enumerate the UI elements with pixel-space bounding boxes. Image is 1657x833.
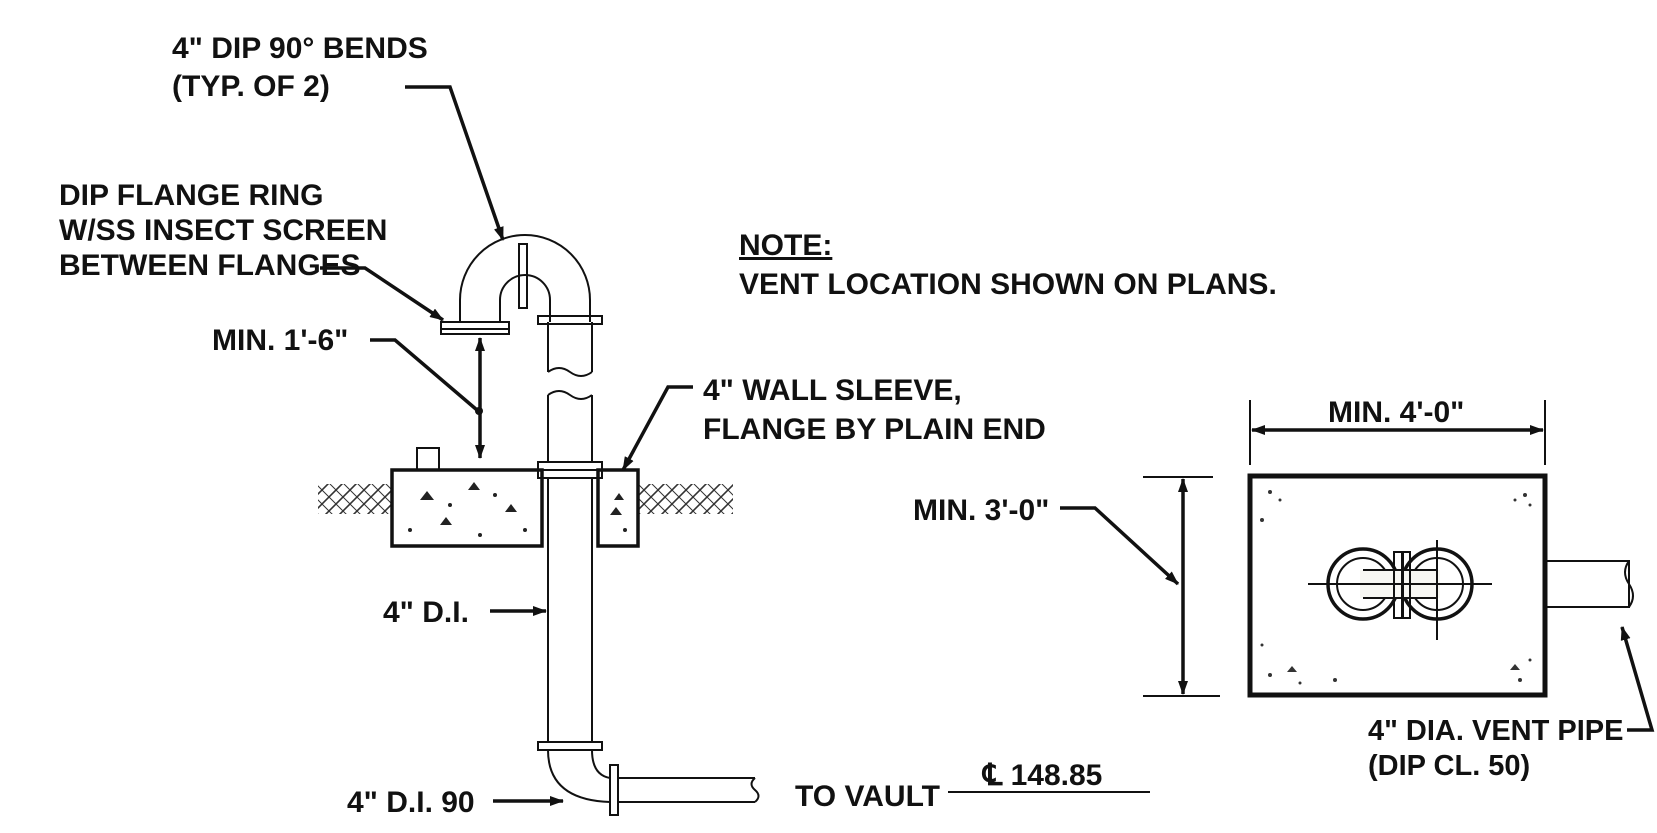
ground-surface (318, 484, 733, 514)
label-to-vault: TO VAULT (795, 780, 940, 813)
concrete-pad (390, 447, 640, 548)
label-flange-3: BETWEEN FLANGES (59, 249, 361, 282)
elevation-leaders (320, 85, 1150, 806)
label-wall-sleeve-1: 4" WALL SLEEVE, (703, 374, 962, 407)
label-flange-2: W/SS INSECT SCREEN (59, 214, 387, 247)
note-text: VENT LOCATION SHOWN ON PLANS. (739, 268, 1277, 301)
label-min-depth: MIN. 3'-0" (913, 494, 1049, 527)
plan-view-pad (1247, 473, 1634, 698)
label-bends-1: 4" DIP 90° BENDS (172, 32, 428, 65)
label-min-width: MIN. 4'-0" (1328, 396, 1464, 429)
label-wall-sleeve-2: FLANGE BY PLAIN END (703, 413, 1046, 446)
note-title: NOTE: (739, 229, 832, 262)
label-di-90: 4" D.I. 90 (347, 786, 475, 819)
label-vent-pipe-2: (DIP CL. 50) (1368, 750, 1530, 782)
label-vent-pipe-1: 4" DIA. VENT PIPE (1368, 715, 1623, 747)
dip-90-bends (440, 234, 603, 335)
label-elevation: ℄ 148.85 (981, 759, 1102, 792)
label-min-height: MIN. 1'-6" (212, 324, 348, 357)
plan-dimensions (1060, 400, 1655, 732)
bottom-elbow-and-pipe (537, 741, 760, 816)
label-flange-1: DIP FLANGE RING (59, 179, 323, 212)
vertical-riser-pipe (537, 322, 603, 742)
label-bends-2: (TYP. OF 2) (172, 70, 330, 103)
label-di-pipe: 4" D.I. (383, 596, 469, 629)
